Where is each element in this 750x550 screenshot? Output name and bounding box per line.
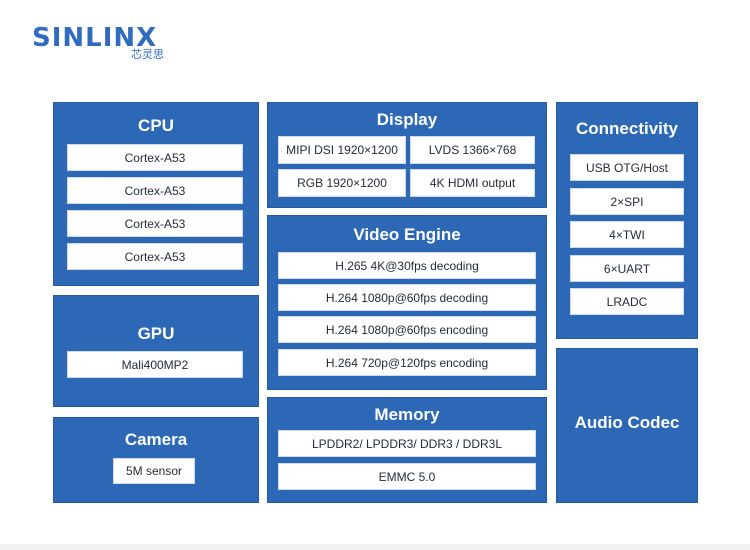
logo-text: SINLINX (32, 23, 158, 53)
connectivity-item: 2×SPI (570, 188, 684, 215)
connectivity-item: LRADC (570, 288, 684, 315)
connectivity-title: Connectivity (575, 119, 679, 138)
gpu-title: GPU (137, 324, 175, 343)
video-engine-item: H.264 720p@120fps encoding (278, 349, 536, 376)
connectivity-item: 4×TWI (570, 221, 684, 248)
cpu-core: Cortex-A53 (67, 210, 243, 237)
display-item: MIPI DSI 1920×1200 (278, 136, 406, 164)
connectivity-item: USB OTG/Host (570, 154, 684, 181)
logo: SINLINX 芯灵思 (32, 23, 164, 61)
memory-item: LPDDR2/ LPDDR3/ DDR3 / DDR3L (278, 430, 536, 457)
video-engine-item: H.264 1080p@60fps encoding (278, 316, 536, 343)
gpu-block: GPU Mali400MP2 (53, 295, 259, 407)
display-item: RGB 1920×1200 (278, 169, 406, 197)
video-engine-block: Video Engine H.265 4K@30fps decoding H.2… (267, 215, 547, 390)
cpu-core: Cortex-A53 (67, 144, 243, 171)
connectivity-item: 6×UART (570, 255, 684, 282)
display-title: Display (376, 110, 438, 129)
gpu-item: Mali400MP2 (67, 351, 243, 378)
cpu-block: CPU Cortex-A53 Cortex-A53 Cortex-A53 Cor… (53, 102, 259, 286)
connectivity-block: Connectivity USB OTG/Host 2×SPI 4×TWI 6×… (556, 102, 698, 339)
cpu-core: Cortex-A53 (67, 177, 243, 204)
logo-subtitle: 芯灵思 (131, 49, 164, 61)
audio-codec-title: Audio Codec (574, 413, 680, 432)
camera-title: Camera (124, 430, 188, 449)
video-engine-item: H.264 1080p@60fps decoding (278, 284, 536, 311)
camera-block: Camera 5M sensor (53, 417, 259, 503)
camera-item: 5M sensor (113, 458, 195, 484)
memory-item: EMMC 5.0 (278, 463, 536, 490)
display-item: LVDS 1366×768 (410, 136, 535, 164)
video-engine-title: Video Engine (353, 225, 461, 244)
bottom-divider (0, 544, 750, 550)
memory-title: Memory (374, 405, 440, 424)
cpu-title: CPU (138, 116, 174, 135)
display-item: 4K HDMI output (410, 169, 535, 197)
cpu-core: Cortex-A53 (67, 243, 243, 270)
display-block: Display MIPI DSI 1920×1200 LVDS 1366×768… (267, 102, 547, 208)
video-engine-item: H.265 4K@30fps decoding (278, 252, 536, 279)
memory-block: Memory LPDDR2/ LPDDR3/ DDR3 / DDR3L EMMC… (267, 397, 547, 503)
audio-codec-block: Audio Codec (556, 348, 698, 503)
